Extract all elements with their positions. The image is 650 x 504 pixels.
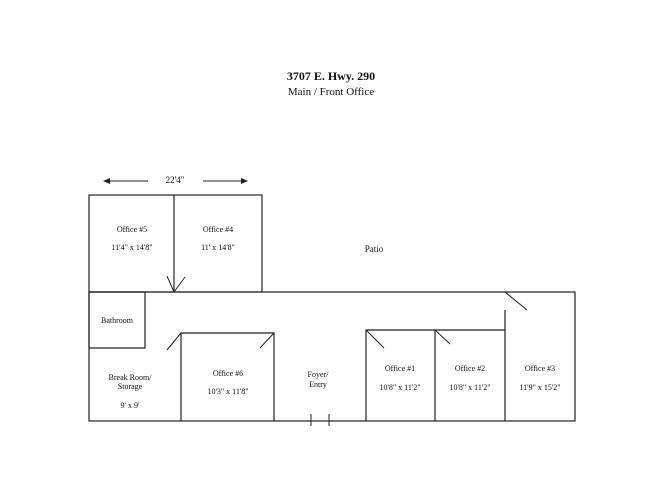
door-swings bbox=[166, 275, 528, 426]
room-break-room: Break Room/ Storage 9' x 9' bbox=[109, 373, 153, 410]
plan-subtitle: Main / Front Office bbox=[288, 86, 374, 98]
room-office-6: Office #6 10'3" x 11'8" bbox=[207, 369, 248, 396]
room-foyer: Foyer/ Entry bbox=[308, 370, 330, 389]
room-office-5: Office #5 11'4" x 14'8" bbox=[111, 225, 152, 252]
room-bathroom: Bathroom bbox=[101, 316, 134, 325]
room-office-4: Office #4 11' x 14'8" bbox=[201, 225, 235, 252]
room-office-2: Office #2 10'8" x 11'2" bbox=[449, 364, 490, 392]
svg-text:Storage: Storage bbox=[118, 382, 143, 391]
room-office-1: Office #1 10'8" x 11'2" bbox=[379, 364, 420, 392]
svg-text:Office #1: Office #1 bbox=[385, 364, 415, 373]
svg-text:Office #6: Office #6 bbox=[213, 369, 243, 378]
width-dimension: 22'4" bbox=[103, 175, 248, 185]
svg-text:Office #5: Office #5 bbox=[117, 225, 147, 234]
walls bbox=[88, 194, 576, 422]
svg-text:Office #4: Office #4 bbox=[203, 225, 233, 234]
room-patio: Patio bbox=[365, 244, 384, 254]
plan-title: 3707 E. Hwy. 290 bbox=[287, 69, 375, 83]
svg-text:Office #3: Office #3 bbox=[525, 364, 555, 373]
svg-text:10'8" x 11'2": 10'8" x 11'2" bbox=[449, 383, 490, 392]
width-label: 22'4" bbox=[166, 175, 185, 185]
svg-text:Break Room/: Break Room/ bbox=[109, 373, 153, 382]
svg-text:10'3" x 11'8": 10'3" x 11'8" bbox=[207, 387, 248, 396]
svg-text:11'4" x 14'8": 11'4" x 14'8" bbox=[111, 243, 152, 252]
svg-text:Foyer/: Foyer/ bbox=[308, 370, 330, 379]
svg-text:Entry: Entry bbox=[309, 380, 327, 389]
room-office-3: Office #3 11'9" x 15'2" bbox=[519, 364, 560, 392]
svg-text:11' x 14'8": 11' x 14'8" bbox=[201, 243, 235, 252]
svg-text:10'8" x 11'2": 10'8" x 11'2" bbox=[379, 383, 420, 392]
svg-text:Office #2: Office #2 bbox=[455, 364, 485, 373]
svg-text:9' x 9': 9' x 9' bbox=[121, 401, 140, 410]
svg-text:11'9" x 15'2": 11'9" x 15'2" bbox=[519, 383, 560, 392]
